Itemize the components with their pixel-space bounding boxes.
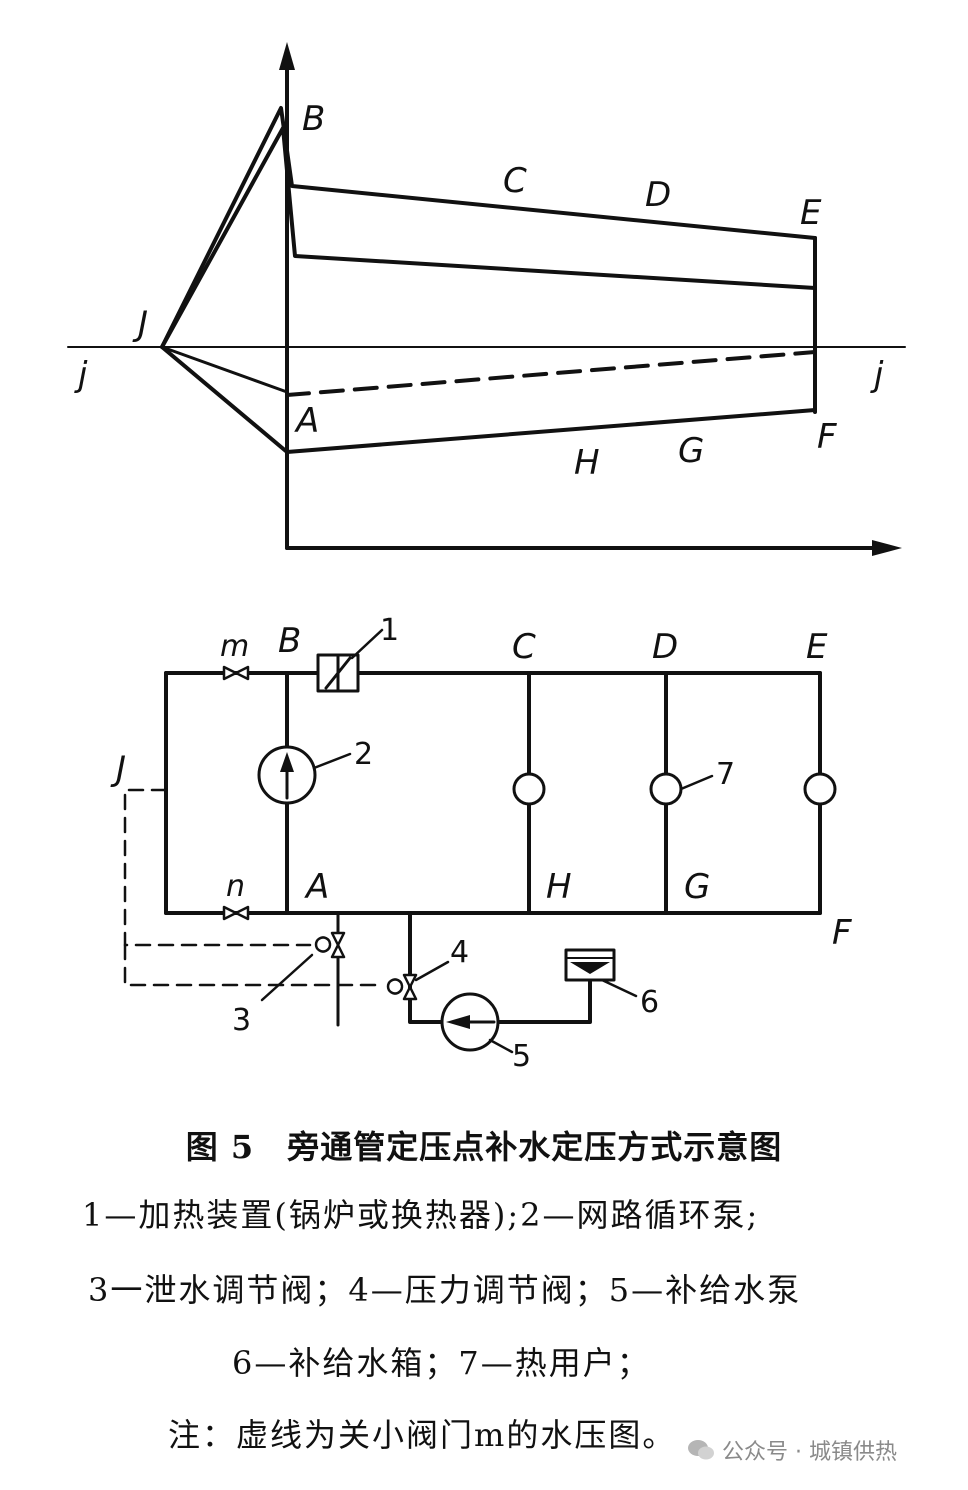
leader-1 — [350, 628, 384, 660]
schematic-labels: m B C D E J n A H G F 1 2 3 4 5 6 7 — [110, 613, 852, 1074]
graph-label-G: G — [678, 431, 704, 471]
leader-6 — [600, 978, 638, 998]
watermark-text: 公众号 · 城镇供热 — [722, 1440, 897, 1465]
hydraulic-pressure-graph — [67, 42, 906, 556]
drain-regulating-valve-icon — [314, 931, 346, 959]
component-number-2: 2 — [354, 737, 373, 772]
graph-label-C: C — [503, 161, 527, 201]
heat-user-E — [803, 772, 837, 806]
graph-label-D: D — [645, 175, 671, 215]
schem-label-n: n — [226, 869, 245, 904]
makeup-pipe-tank — [496, 978, 592, 1024]
schem-label-J: J — [110, 749, 126, 789]
component-number-7: 7 — [716, 757, 735, 792]
control-line-lower — [123, 943, 384, 987]
leader-5 — [488, 1038, 514, 1054]
schem-label-A: A — [304, 867, 329, 907]
control-line-upper — [123, 788, 312, 947]
pressure-diagram-and-schematic: B C D E J j j A F H G — [67, 42, 906, 1074]
component-number-5: 5 — [512, 1039, 531, 1074]
schem-label-E: E — [806, 627, 828, 667]
component-number-1: 1 — [380, 613, 399, 648]
graph-label-H: H — [574, 443, 600, 483]
figure-caption-title: 图 5 旁通管定压点补水定压方式示意图 — [185, 1128, 783, 1166]
schem-label-B: B — [278, 621, 301, 661]
component-number-3: 3 — [232, 1003, 251, 1038]
supply-line-upper — [160, 106, 817, 349]
return-line-dashed — [285, 350, 817, 397]
figure-note: 注：虚线为关小阀门m的水压图。 — [168, 1416, 677, 1454]
horizontal-axis-arrow — [872, 540, 902, 556]
schem-label-C: C — [512, 627, 536, 667]
graph-label-B: B — [302, 99, 325, 139]
heat-user-D — [649, 772, 683, 806]
graph-label-F: F — [817, 417, 837, 457]
return-line-dashed-first — [160, 345, 289, 394]
valve-m-icon — [222, 665, 250, 681]
leader-7 — [679, 774, 714, 791]
schem-label-F: F — [832, 913, 852, 953]
leader-2 — [312, 752, 352, 770]
makeup-pipe — [408, 911, 444, 1024]
schem-label-G: G — [684, 867, 710, 907]
leader-4 — [414, 960, 450, 982]
legend-line-1: 1—加热装置(锅炉或换热器);2—网路循环泵; — [82, 1196, 760, 1234]
vertical-axis-arrow — [279, 42, 295, 70]
schem-label-H: H — [546, 867, 572, 907]
graph-label-j-right: j — [870, 355, 884, 395]
leader-3 — [260, 953, 314, 1002]
wechat-icon — [688, 1440, 714, 1460]
schem-label-m: m — [220, 629, 249, 664]
valve-n-icon — [222, 905, 250, 921]
supply-line-lower — [160, 126, 817, 349]
component-number-6: 6 — [640, 985, 659, 1020]
graph-label-J: J — [132, 304, 148, 344]
graph-label-j-left: j — [74, 355, 88, 395]
return-line-solid — [160, 345, 817, 454]
component-number-4: 4 — [450, 935, 469, 970]
pressure-regulating-valve-icon — [386, 973, 418, 1001]
legend-line-2: 3一泄水调节阀；4—压力调节阀；5—补给水泵 — [88, 1271, 802, 1309]
system-schematic — [123, 628, 837, 1054]
graph-label-A: A — [294, 401, 319, 441]
heat-user-C — [512, 772, 546, 806]
legend-line-3: 6—补给水箱；7—热用户； — [232, 1344, 651, 1382]
watermark: 公众号 · 城镇供热 — [686, 1434, 897, 1466]
graph-label-E: E — [800, 193, 822, 233]
graph-labels: B C D E J j j A F H G — [74, 99, 884, 483]
schem-label-D: D — [652, 627, 678, 667]
